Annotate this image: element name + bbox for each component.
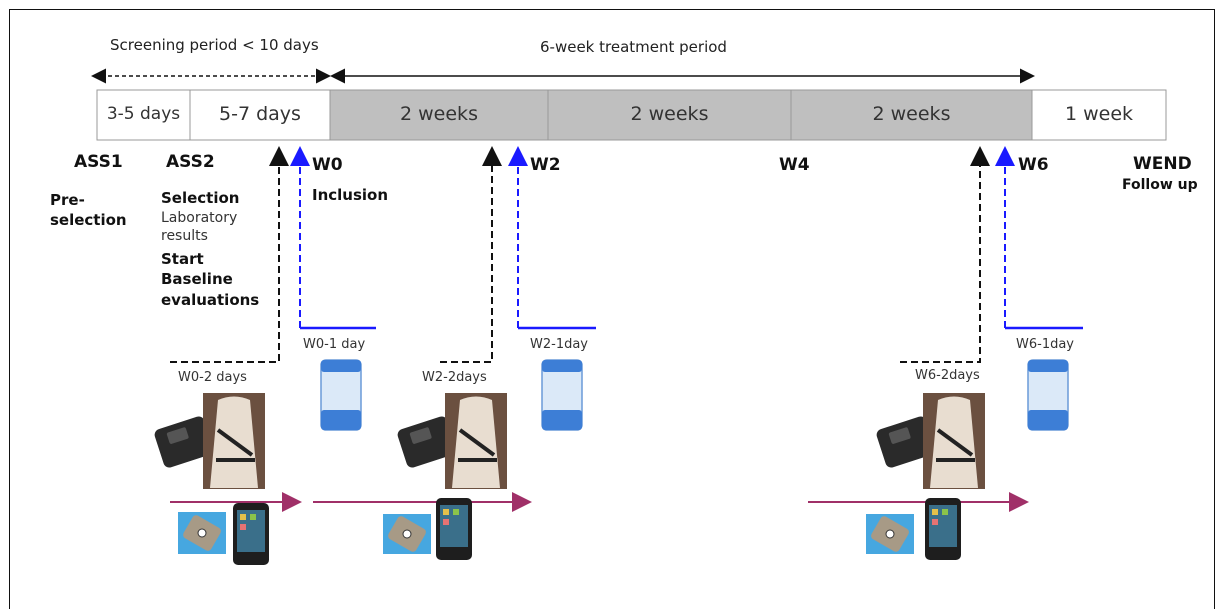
urine-container-icon — [1027, 359, 1069, 431]
phase-label: 2 weeks — [400, 103, 478, 126]
phase-box-1 — [96, 89, 191, 141]
caption-w2-1day: W2-1day — [530, 337, 588, 352]
treatment-period-label: 6-week treatment period — [540, 38, 727, 56]
milestone-w0: W0 — [312, 155, 343, 175]
laboratory-note: Laboratory results — [161, 210, 238, 245]
phase-box-3 — [329, 89, 549, 141]
milestone-w6: W6 — [1018, 155, 1049, 175]
urine-container-icon — [320, 359, 362, 431]
diagram-frame — [9, 9, 1215, 609]
phase-label: 2 weeks — [630, 103, 709, 126]
w6-2days-arrow — [900, 146, 990, 363]
followup-note: Follow up — [1122, 177, 1198, 193]
holter-device-icon — [397, 416, 457, 468]
phase-label: 3-5 days — [106, 104, 181, 125]
urine-container-icon — [541, 359, 583, 431]
smartphone-icon — [925, 498, 961, 560]
phase-label: 2 weeks — [872, 103, 951, 126]
phase-box-4 — [547, 89, 792, 141]
inclusion-note: Inclusion — [312, 186, 389, 204]
w0-2days-arrow — [170, 146, 289, 363]
holter-device-icon — [154, 416, 214, 468]
phase-box-6 — [1031, 89, 1167, 141]
milestone-ass2: ASS2 — [166, 152, 215, 172]
sensor-patch-icon — [866, 514, 914, 554]
caption-w2-2days: W2-2days — [422, 370, 487, 385]
caption-w6-2days: W6-2days — [915, 368, 980, 383]
smartphone-icon — [436, 498, 472, 560]
holter-device-icon — [876, 416, 936, 468]
screening-period-label: Screening period < 10 days — [110, 36, 319, 54]
ecg-harness-icon — [445, 393, 507, 489]
selection-note: Selection — [161, 189, 240, 207]
milestone-w2: W2 — [530, 155, 561, 175]
caption-w0-2days: W0-2 days — [178, 370, 247, 385]
ecg-harness-icon — [923, 393, 985, 489]
phase-label: 1 week — [1064, 103, 1134, 126]
sensor-patch-icon — [383, 514, 431, 554]
sensor-patch-icon — [178, 512, 226, 554]
milestone-ass1: ASS1 — [74, 152, 123, 172]
w2-2days-arrow — [440, 146, 502, 363]
ecg-harness-icon — [203, 393, 265, 489]
milestone-w4: W4 — [779, 155, 810, 175]
phase-label: 5-7 days — [219, 103, 301, 126]
caption-w6-1day: W6-1day — [1016, 337, 1074, 352]
phase-box-5 — [790, 89, 1033, 141]
caption-w0-1day: W0-1 day — [303, 337, 366, 352]
smartphone-icon — [233, 503, 269, 565]
timeline-lines — [91, 68, 1167, 565]
baseline-note: Start Baseline evaluations — [161, 250, 260, 309]
milestone-wend: WEND — [1133, 154, 1192, 174]
preselection-note: Pre- selection — [50, 191, 127, 229]
